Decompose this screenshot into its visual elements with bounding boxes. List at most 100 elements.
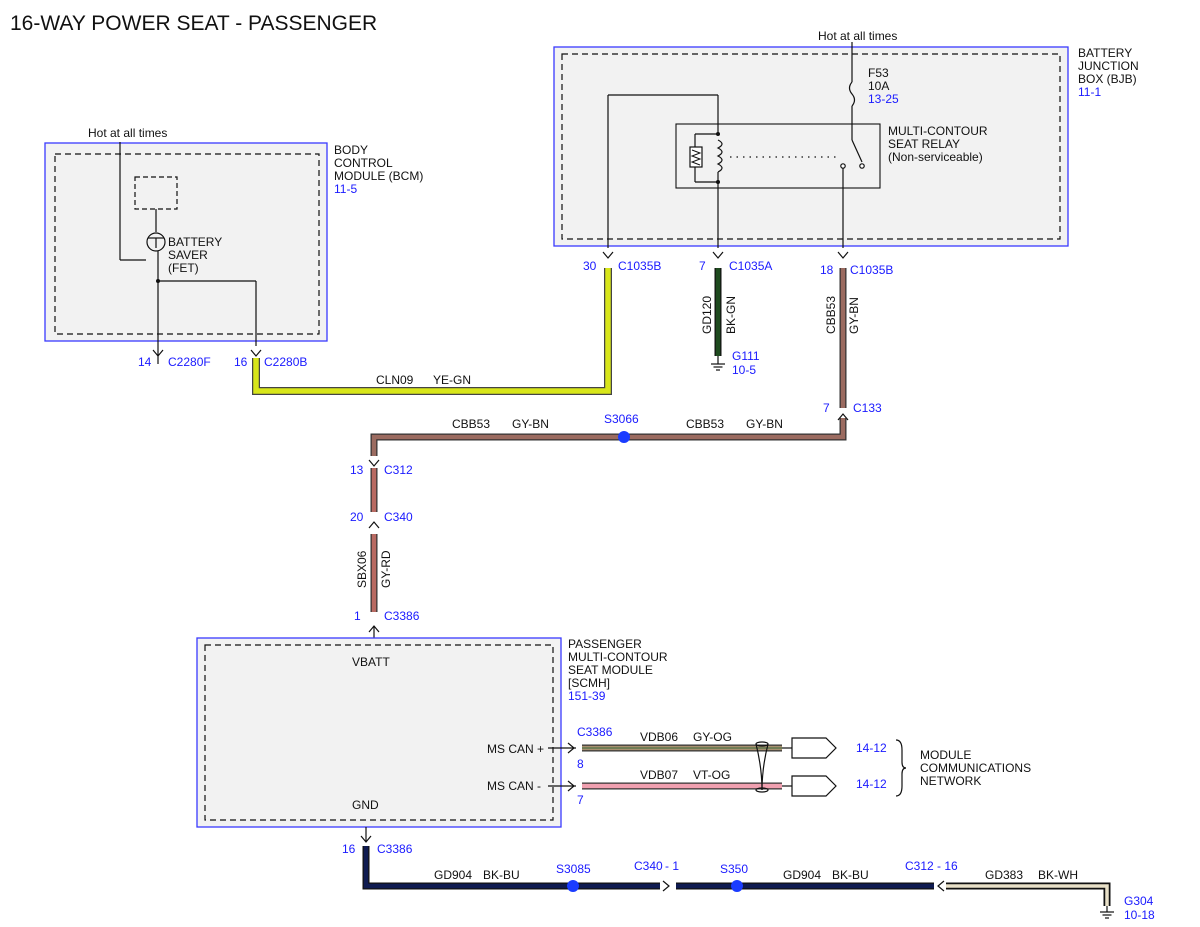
page-title: 16-WAY POWER SEAT - PASSENGER	[10, 12, 377, 35]
cln09-circuit: CLN09	[376, 373, 414, 387]
battery-junction-box	[553, 46, 1069, 247]
network-arrow-icons	[782, 737, 837, 797]
scmh-name-1: PASSENGER	[568, 637, 642, 651]
c340-pin: 20	[350, 510, 364, 524]
g111-name: G111	[732, 349, 760, 363]
bcm-connector-chevrons	[152, 346, 262, 364]
network-label-1: MODULE	[920, 748, 971, 762]
cln09-color: YE-GN	[433, 373, 471, 387]
scmh-name-3: SEAT MODULE	[568, 663, 653, 677]
ground-g304-icon	[1100, 906, 1114, 919]
cbb53-left-color: GY-BN	[512, 417, 549, 431]
s3066-label: S3066	[604, 412, 639, 426]
s3085-label: S3085	[556, 862, 591, 876]
gd120-circuit: GD120	[700, 296, 714, 334]
relay-junction	[716, 180, 720, 184]
bjb-name-3: BOX (BJB)	[1078, 72, 1137, 86]
bcm-pin-16: 16	[234, 355, 248, 369]
twisted-pair-icon	[755, 741, 769, 793]
g304-name: G304	[1124, 894, 1154, 908]
body-control-module	[44, 142, 328, 342]
fet-label-2: SAVER	[168, 248, 208, 262]
bjb-hot-label: Hot at all times	[818, 29, 897, 43]
bcm-name-2: CONTROL	[334, 156, 393, 170]
c3386-top-pin: 1	[354, 609, 361, 623]
cbb53-v-color: GY-BN	[847, 297, 861, 334]
scmh-can-minus: MS CAN -	[487, 779, 541, 793]
c312-inline-label: C312 - 16	[905, 859, 958, 873]
scmh-name-4: [SCMH]	[568, 676, 610, 690]
c340-inline-label: C340	[634, 859, 663, 873]
c312-inline-connector	[937, 880, 945, 892]
c340-connector-chevron	[368, 521, 380, 529]
c3386-top-conn: C3386	[384, 609, 420, 623]
splice-s350	[731, 880, 743, 892]
bcm-name-1: BODY	[334, 143, 368, 157]
c340-conn: C340	[384, 510, 413, 524]
bjb-ref: 11-1	[1078, 85, 1101, 99]
fuse-name: F53	[868, 66, 889, 80]
scmh-name-2: MULTI-CONTOUR	[568, 650, 668, 664]
c133-conn: C133	[853, 401, 882, 415]
bjb-conn-7: C1035A	[729, 259, 772, 273]
relay-junction	[716, 132, 720, 136]
wire-cbb53-horizontal	[370, 418, 847, 456]
wire-gd904	[362, 846, 934, 890]
gd904-a-color: BK-BU	[483, 868, 520, 882]
gd383-circuit: GD383	[985, 868, 1023, 882]
bjb-pin-30: 30	[583, 259, 597, 273]
scmh-can-plus: MS CAN +	[487, 742, 544, 756]
c3386-gnd-pin: 16	[342, 842, 356, 856]
scmh-vbatt: VBATT	[352, 655, 390, 669]
fet-label-3: (FET)	[168, 261, 199, 275]
bcm-pin-14: 14	[138, 355, 152, 369]
passenger-seat-module	[196, 637, 562, 828]
relay-label-2: SEAT RELAY	[888, 137, 960, 151]
network-ref-plus: 14-12	[856, 741, 887, 755]
bjb-pin-7: 7	[699, 259, 706, 273]
vdb07-circuit: VDB07	[640, 768, 678, 782]
network-label-2: COMMUNICATIONS	[920, 761, 1031, 775]
fuse-ref: 13-25	[868, 92, 899, 106]
fet-label-1: BATTERY	[168, 235, 222, 249]
sbx06-circuit: SBX06	[355, 550, 369, 588]
can-connector-chevrons	[548, 742, 576, 792]
g304-ref: 10-18	[1124, 908, 1155, 922]
c3386-gnd-conn: C3386	[377, 842, 413, 856]
cbb53-right-color: GY-BN	[746, 417, 783, 431]
c312-connector-chevron	[368, 459, 380, 467]
fuse-symbol	[840, 42, 865, 169]
relay-label-1: MULTI-CONTOUR	[888, 124, 988, 138]
bjb-name-2: JUNCTION	[1078, 59, 1139, 73]
gd120-color: BK-GN	[724, 296, 738, 334]
bcm-conn-14: C2280F	[168, 355, 211, 369]
bjb-conn-18: C1035B	[850, 263, 893, 277]
vdb06-circuit: VDB06	[640, 730, 678, 744]
gd383-color: BK-WH	[1038, 868, 1078, 882]
scmh-ref: 151-39	[568, 689, 606, 703]
bcm-hot-label: Hot at all times	[88, 126, 167, 140]
fuse-rating: 10A	[868, 79, 889, 93]
c3386-can-pin-minus: 7	[577, 793, 584, 807]
splice-s3085	[567, 880, 579, 892]
c340-inline-pin: - 1	[665, 859, 679, 873]
bjb-connector-chevrons	[602, 251, 849, 259]
g111-ref: 10-5	[732, 363, 756, 377]
bjb-name-1: BATTERY	[1078, 46, 1132, 60]
bcm-ref: 11-5	[334, 182, 357, 196]
c3386-can-conn: C3386	[577, 725, 613, 739]
c312-conn: C312	[384, 463, 413, 477]
relay-label-3: (Non-serviceable)	[888, 150, 983, 164]
c340-inline-connector	[662, 880, 670, 892]
vdb06-color: GY-OG	[693, 730, 732, 744]
bcm-conn-16: C2280B	[264, 355, 307, 369]
c3386-can-pin-plus: 8	[577, 757, 584, 771]
relay-coil-icon	[607, 94, 844, 248]
network-ref-minus: 14-12	[856, 777, 887, 791]
wire-cln09	[252, 268, 612, 395]
s350-label: S350	[720, 862, 748, 876]
sbx06-color: GY-RD	[379, 550, 393, 588]
wire-gd383	[946, 882, 1111, 906]
bcm-junction	[156, 279, 160, 283]
